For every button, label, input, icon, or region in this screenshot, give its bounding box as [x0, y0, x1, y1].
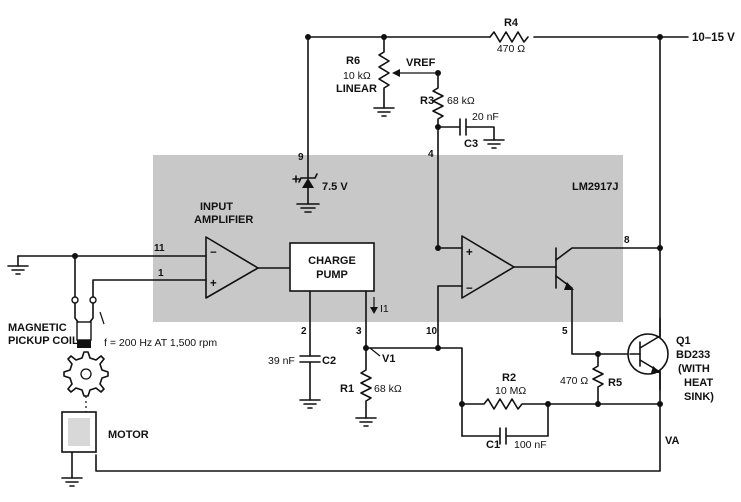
- q1-note-3: SINK): [684, 391, 714, 403]
- pin-4: 4: [428, 149, 434, 160]
- gear-wheel: [63, 351, 109, 412]
- q1-note-1: (WITH: [678, 363, 710, 375]
- r3-value: 68 kΩ: [447, 95, 475, 107]
- r1-value: 68 kΩ: [374, 383, 402, 395]
- r2-name: R2: [502, 372, 516, 384]
- feedback-network: [437, 347, 661, 445]
- right-rail: [95, 36, 661, 472]
- supply-label: 10–15 V: [692, 32, 735, 44]
- r4-value: 470 Ω: [497, 43, 525, 55]
- input-wiring: [7, 253, 207, 298]
- charge-pump-label-1: CHARGE: [308, 255, 356, 267]
- v1-label: V1: [382, 353, 395, 365]
- r5-name: R5: [608, 377, 622, 389]
- c3-name: C3: [464, 138, 478, 150]
- chip-name: LM2917J: [572, 181, 618, 193]
- pin-11: 11: [154, 243, 165, 254]
- i1-label: I1: [380, 303, 389, 315]
- r6-value: 10 kΩ: [343, 70, 371, 82]
- pin-5: 5: [562, 326, 568, 337]
- v1-pointer: [369, 347, 381, 357]
- input-amp-plus: +: [210, 278, 217, 290]
- r2-value: 10 MΩ: [495, 385, 526, 397]
- freq-pointer: [99, 311, 105, 325]
- c2-value: 39 nF: [268, 355, 295, 367]
- ic-body: [153, 155, 623, 322]
- va-label: VA: [665, 435, 680, 447]
- freq-label: f = 200 Hz AT 1,500 rpm: [104, 337, 217, 349]
- input-amp-label-2: AMPLIFIER: [194, 214, 253, 226]
- zener-diode: [292, 36, 320, 213]
- top-rail: [305, 31, 689, 43]
- magnetic-pickup-coil: [71, 296, 97, 348]
- pickup-label-2: PICKUP COIL: [8, 335, 79, 347]
- r6-name: R6: [346, 55, 360, 67]
- r5-resistor: [592, 351, 631, 407]
- pin-8: 8: [624, 235, 630, 246]
- c3-value: 20 nF: [472, 111, 499, 123]
- c2-name: C2: [322, 355, 336, 367]
- r5-value: 470 Ω: [560, 375, 588, 387]
- internal-transistor: [555, 247, 661, 355]
- q1-note-2: HEAT: [684, 377, 713, 389]
- c2-capacitor: [299, 355, 321, 409]
- r1-name: R1: [340, 383, 354, 395]
- q1-part: BD233: [676, 349, 710, 361]
- r3-resistor: [432, 70, 463, 251]
- charge-pump: [289, 242, 375, 357]
- input-amp-minus: −: [210, 247, 217, 259]
- comparator-minus: −: [466, 283, 473, 295]
- pin-2: 2: [301, 326, 307, 337]
- output-comparator: [437, 235, 557, 349]
- q1-name: Q1: [676, 335, 691, 347]
- q1-transistor: [627, 317, 669, 391]
- r1-resistor: [355, 344, 441, 427]
- r4-name: R4: [504, 17, 519, 29]
- comparator-plus: +: [466, 247, 473, 259]
- r6-potentiometer: [373, 36, 438, 117]
- c1-name: C1: [486, 439, 500, 451]
- c3-capacitor: [437, 118, 505, 149]
- pickup-label-1: MAGNETIC: [8, 322, 67, 334]
- input-amplifier: [205, 236, 291, 299]
- pin-3: 3: [356, 326, 362, 337]
- r3-name: R3: [420, 95, 434, 107]
- zener-label: 7.5 V: [322, 181, 348, 193]
- charge-pump-label-2: PUMP: [316, 269, 348, 281]
- pin-1: 1: [158, 268, 164, 279]
- pin-9: 9: [298, 152, 304, 163]
- input-amp-label-1: INPUT: [200, 201, 233, 213]
- c1-value: 100 nF: [514, 439, 547, 451]
- r6-note: LINEAR: [336, 83, 377, 95]
- motor: [61, 411, 97, 487]
- motor-label: MOTOR: [108, 429, 149, 441]
- vref-label: VREF: [406, 57, 436, 69]
- pin-10: 10: [426, 326, 438, 337]
